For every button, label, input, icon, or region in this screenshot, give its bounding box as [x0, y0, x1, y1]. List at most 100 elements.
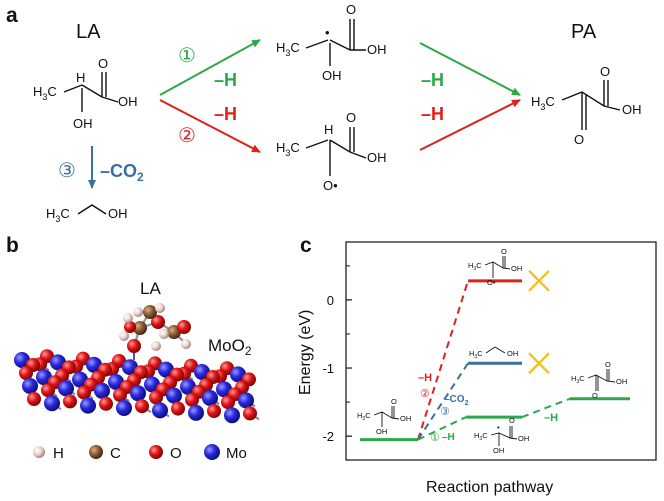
- h-atom: [123, 313, 133, 323]
- mini-la-o: O: [391, 397, 397, 406]
- h-atom: [151, 341, 161, 351]
- atom-legend: H C O Mo: [33, 444, 247, 462]
- la-label: LA: [76, 21, 101, 43]
- pa-o-top: O: [600, 64, 610, 79]
- y-tick-label: -2: [322, 429, 334, 444]
- o-atom: [151, 315, 165, 329]
- mo-atom: [14, 352, 30, 368]
- or-h3c: H3C: [276, 140, 300, 158]
- mini-la-oh: OH: [400, 414, 411, 423]
- path1-minus-h: –H: [214, 70, 237, 90]
- energy-connector: [417, 362, 469, 441]
- path1-arrow: [159, 39, 261, 96]
- legend-o-sphere: [149, 445, 163, 459]
- pa-oh: OH: [622, 102, 642, 117]
- mo-atom: [158, 361, 174, 378]
- mini-or-o: O: [501, 247, 507, 256]
- mo-atom: [36, 369, 52, 386]
- panel-b: b LA MoO2 H C O Mo: [6, 234, 260, 462]
- cr-oh-low: OH: [322, 68, 342, 83]
- c-path1-number: ①: [430, 432, 440, 444]
- lactic-acid-adsorbate: [119, 303, 191, 360]
- h-atom: [159, 329, 169, 339]
- mo-atom: [72, 371, 88, 388]
- panel-a-label: a: [6, 4, 18, 27]
- mo-atom: [122, 359, 138, 376]
- mo-atom: [80, 397, 96, 414]
- mini-etoh-structure: H3C OH: [469, 346, 518, 360]
- cr-oh-acid: OH: [367, 42, 387, 57]
- mo-atom: [194, 364, 210, 380]
- mini-or-h3c: H3C: [468, 261, 482, 272]
- pa-o-bottom: O: [574, 132, 584, 147]
- mo-atom: [108, 374, 124, 390]
- mini-la-h3c: H3C: [357, 411, 371, 422]
- mini-etoh-bonds: [485, 346, 506, 354]
- c-path2-minus-h: –H: [418, 372, 432, 384]
- c-path2-number: ②: [420, 388, 430, 400]
- y-axis: 0-1-2: [322, 265, 352, 444]
- blocked-cross-icon: [528, 352, 550, 375]
- mo-atom: [216, 381, 232, 398]
- o-atom: [171, 401, 185, 416]
- o-atom: [149, 390, 163, 405]
- mini-la-bonds: [373, 406, 400, 427]
- c-atom: [143, 305, 157, 319]
- c-radical-intermediate: H3C • O OH OH: [276, 2, 387, 83]
- mini-or-oh: OH: [511, 264, 522, 273]
- pa-bonds: [561, 80, 621, 130]
- mini-or-structure: H3C O OH O•: [468, 247, 522, 287]
- path2-minus-h-2: –H: [421, 104, 444, 124]
- legend-h-label: H: [53, 445, 64, 462]
- energy-connector: [417, 416, 467, 441]
- cr-h3c: H3C: [276, 40, 300, 58]
- energy-levels: [360, 279, 630, 442]
- or-o-radical: O•: [323, 178, 338, 193]
- ethanol-structure: H3C OH: [46, 204, 128, 224]
- pyruvic-acid-structure: H3C O OH O: [531, 64, 642, 147]
- mini-cr-o: O: [509, 416, 515, 425]
- surface-label: MoO2: [208, 336, 252, 358]
- mini-cr-oh2: OH: [493, 446, 504, 455]
- legend-h-sphere: [33, 446, 45, 458]
- adsorbate-label: LA: [140, 279, 161, 298]
- panel-c: c 0-1-2 Energy (eV) Reaction pathway –H …: [297, 234, 657, 496]
- mo-atom: [144, 376, 160, 393]
- legend-mo-label: Mo: [226, 445, 247, 462]
- o-atom: [124, 321, 136, 333]
- cr-bonds: [305, 19, 366, 66]
- o-atom: [243, 406, 257, 421]
- mo-atom: [188, 404, 204, 421]
- mini-cr-h3c: H3C: [474, 431, 488, 442]
- etoh-bonds: [77, 204, 107, 215]
- y-tick-label: -1: [322, 361, 334, 376]
- mo-atom: [50, 354, 66, 371]
- panel-c-label: c: [300, 234, 312, 257]
- mini-pa-oh: OH: [616, 377, 627, 386]
- mo-atom: [94, 382, 110, 399]
- h-atom: [119, 331, 129, 341]
- energy-connector: [521, 397, 571, 419]
- mini-cr-bonds: [490, 426, 518, 446]
- mini-la-structure: H3C O OH OH: [357, 397, 411, 436]
- mo-atom: [202, 390, 218, 406]
- path2-number: ②: [178, 125, 196, 147]
- mo-atom: [116, 400, 132, 416]
- o-atom: [27, 392, 41, 406]
- or-oh-acid: OH: [367, 150, 387, 165]
- mo-atom: [230, 366, 246, 383]
- mini-etoh-oh: OH: [507, 349, 518, 358]
- mini-or-bonds: [484, 256, 511, 278]
- etoh-h3c: H3C: [46, 206, 70, 224]
- panel-b-label: b: [6, 234, 19, 257]
- or-ch: H: [324, 122, 333, 137]
- o-atom: [63, 394, 77, 409]
- or-bonds: [305, 127, 367, 176]
- mo-atom: [166, 387, 182, 404]
- la-oh-low: OH: [73, 116, 93, 131]
- path2-arrow: [159, 99, 261, 153]
- path3-number: ③: [58, 160, 76, 182]
- or-o: O: [346, 110, 356, 125]
- etoh-oh: OH: [108, 206, 128, 221]
